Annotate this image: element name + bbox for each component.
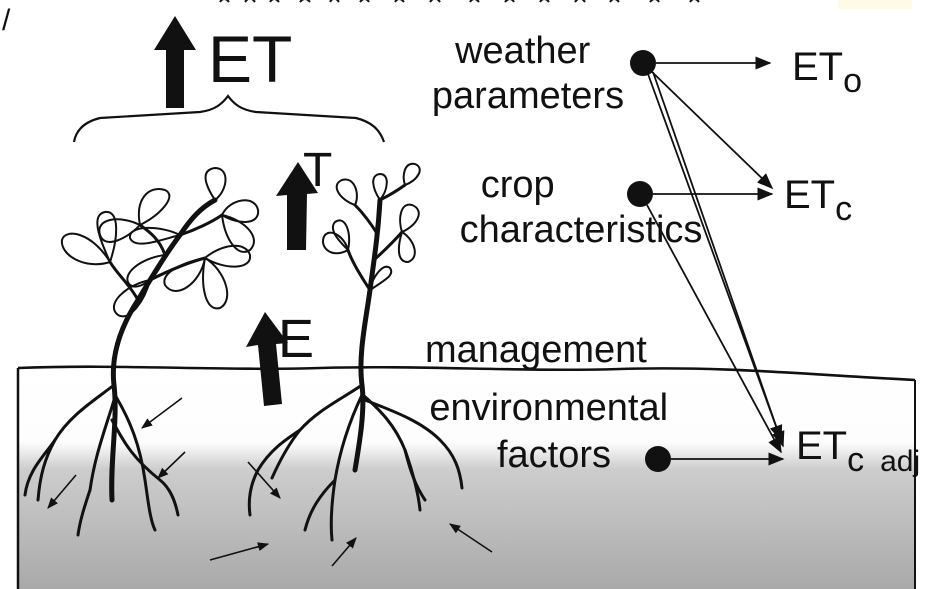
eto-base: ET xyxy=(792,45,843,89)
environmental-line-2: factors xyxy=(497,434,611,476)
environmental-line-1: environmental xyxy=(429,387,668,429)
weather-line-1: weather xyxy=(454,30,591,72)
et-arrow-icon xyxy=(154,16,196,108)
etc-subscript: c xyxy=(835,190,852,228)
crop-line-2: characteristics xyxy=(460,209,703,251)
e-label: E xyxy=(278,309,314,369)
crop-characteristics-label: crop characteristics xyxy=(460,164,703,251)
highlight-patch xyxy=(838,0,912,9)
crop-node xyxy=(627,181,653,207)
weather-parameters-label: weather parameters xyxy=(432,30,624,117)
t-label: T xyxy=(303,144,332,197)
clipped-text-fragment xyxy=(220,0,699,2)
crop-line-1: crop xyxy=(481,164,555,206)
et-brace xyxy=(74,96,384,142)
top-left-mark: / xyxy=(2,4,11,37)
eto-label: ETo xyxy=(792,45,862,100)
management-label: management xyxy=(425,329,647,371)
etc-adj-subscript: c xyxy=(847,441,864,479)
etc-adj-suffix: adj xyxy=(880,445,920,478)
et-label: ET xyxy=(208,22,292,96)
etc-adj-base: ET xyxy=(796,424,847,468)
etc-label: ETc xyxy=(784,173,852,228)
weather-line-2: parameters xyxy=(432,75,624,117)
environmental-node xyxy=(645,446,671,472)
etc-base: ET xyxy=(784,173,835,217)
eto-subscript: o xyxy=(843,62,862,100)
